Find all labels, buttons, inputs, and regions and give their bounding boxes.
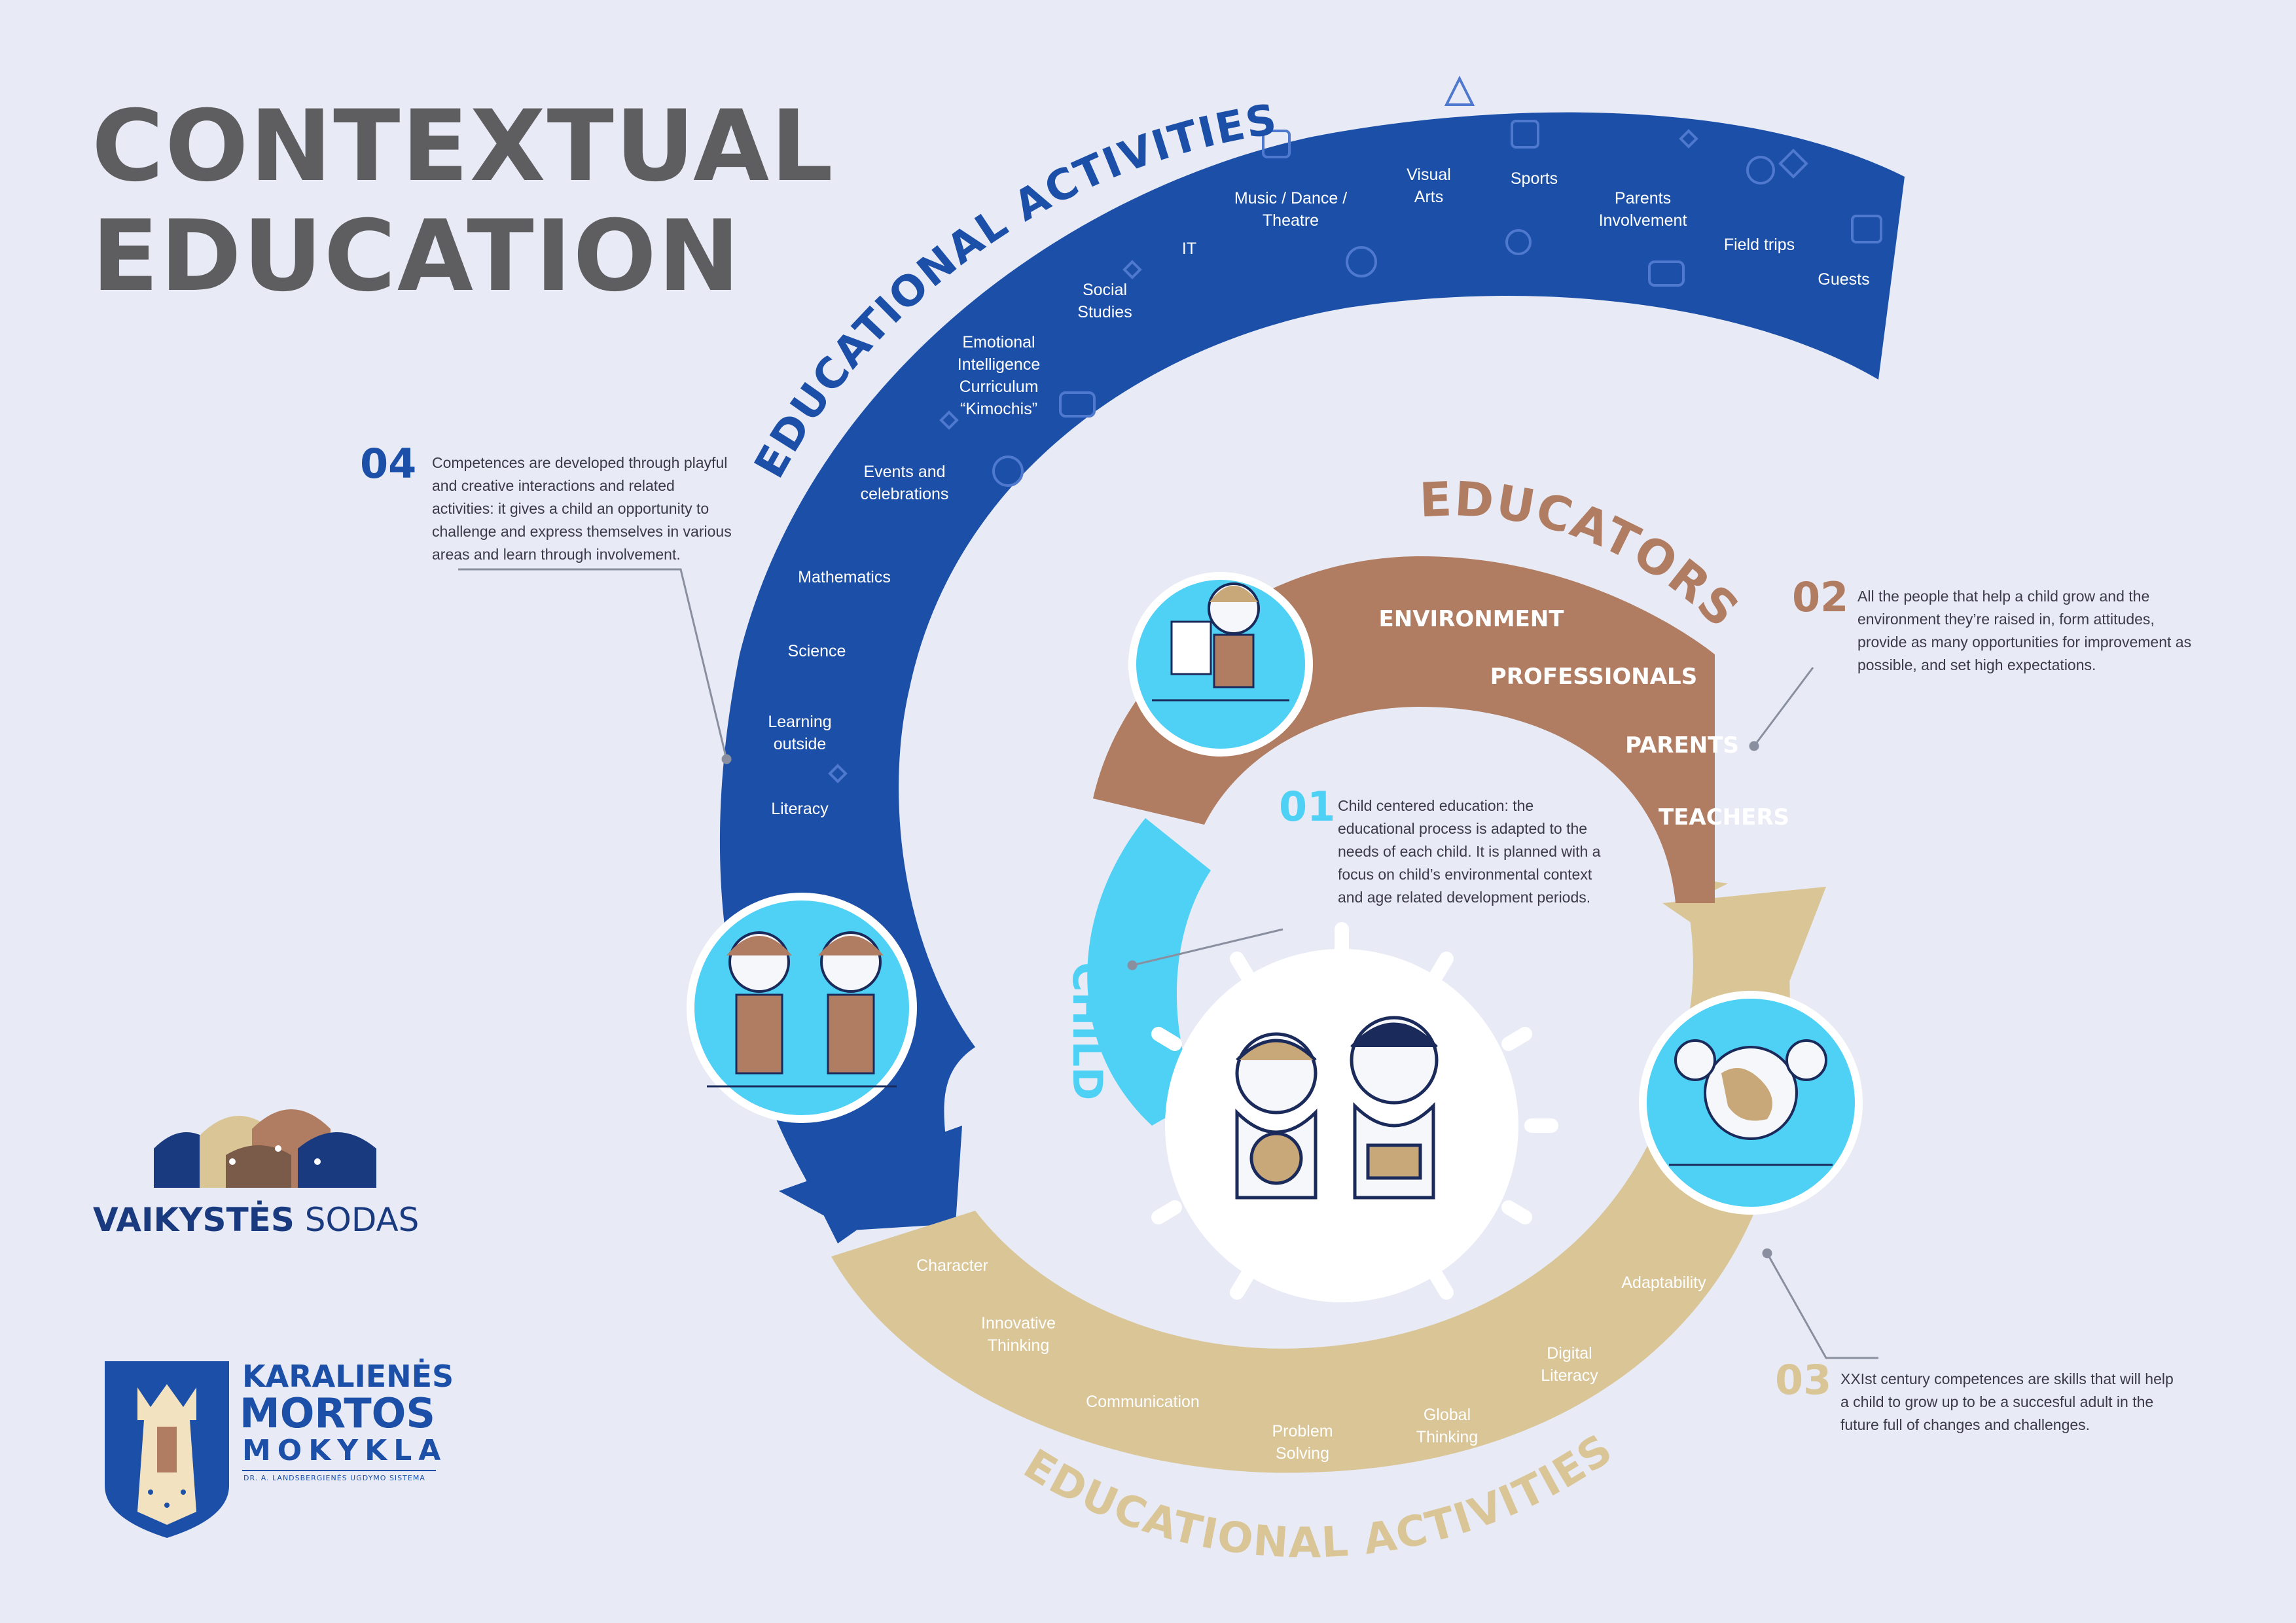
vaikystes-sodas-wordmark: VAIKYSTĖS SODAS — [93, 1201, 419, 1239]
page-title: CONTEXTUAL EDUCATION — [92, 92, 834, 312]
note-03-text: XXIst century competences are skills tha… — [1840, 1370, 2174, 1433]
vaikystes-light: SODAS — [304, 1201, 420, 1239]
tagline-divider — [242, 1470, 436, 1471]
activity-label: Mathematics — [798, 568, 891, 586]
note-04-text: Competences are developed through playfu… — [432, 454, 732, 563]
activity-label: Visual Arts — [1407, 166, 1451, 206]
activity-label: IT — [1181, 240, 1197, 258]
educator-parents: PARENTS — [1625, 732, 1739, 758]
chat-icon-2 — [1059, 391, 1096, 418]
competence-label: Adaptability — [1621, 1274, 1706, 1292]
star-icon-4 — [828, 764, 848, 783]
star-icon — [1122, 260, 1142, 279]
competence-label: Global Thinking — [1416, 1406, 1479, 1446]
note-02: 02 All the people that help a child grow… — [1792, 575, 2198, 677]
leader-line-01 — [1132, 928, 1283, 967]
ball-icon — [1778, 149, 1808, 179]
page-title-line1: CONTEXTUAL — [92, 90, 834, 204]
leader-lines — [458, 568, 1878, 1359]
note-01-number: 01 — [1279, 783, 1336, 830]
children-illustration-center — [1235, 1016, 1439, 1200]
activity-label: Learning outside — [768, 713, 832, 753]
sand-ring-shape — [831, 877, 1820, 1473]
vaikystes-bold: VAIKYSTĖS — [93, 1201, 295, 1239]
brown-ring-arrow — [1093, 766, 1217, 825]
blocks-icon — [1511, 120, 1539, 149]
educator-environment: ENVIRONMENT — [1378, 606, 1564, 632]
educator-professionals: PROFESSIONALS — [1490, 664, 1698, 690]
activity-label: Sports — [1510, 169, 1558, 188]
clock-icon — [1346, 246, 1377, 277]
calendar-icon-2 — [1851, 215, 1882, 243]
sand-ring-arrow — [1662, 887, 1826, 988]
blue-ring-arrow — [779, 1126, 962, 1230]
child-label: CHILD — [1064, 962, 1111, 1100]
educator-teachers: TEACHERS — [1658, 804, 1790, 830]
page-title-line2: EDUCATION — [92, 200, 742, 313]
competence-label: Digital Literacy — [1541, 1344, 1598, 1385]
globe-illustration — [1639, 991, 1863, 1215]
note-03: 03 XXIst century competences are skills … — [1775, 1357, 2181, 1436]
activity-label: Social Studies — [1077, 281, 1132, 321]
activity-label: Guests — [1818, 270, 1870, 289]
competence-label: Innovative Thinking — [981, 1314, 1056, 1355]
mortos-text: MORTOS — [240, 1389, 436, 1437]
activity-label: Music / Dance / Theatre — [1234, 189, 1348, 230]
leader-line-04 — [458, 568, 728, 760]
competence-label: Communication — [1086, 1393, 1200, 1411]
calendar-icon — [1262, 130, 1291, 158]
note-02-text: All the people that help a child grow an… — [1857, 588, 2192, 673]
tagline-text: DR. A. LANDSBERGIENĖS UGDYMO SISTEMA — [243, 1474, 425, 1482]
face-icon — [1505, 229, 1532, 255]
competence-label: Character — [916, 1257, 988, 1275]
leader-line-03 — [1766, 1253, 1878, 1359]
competence-label: Problem Solving — [1272, 1422, 1333, 1463]
chat-icon — [1648, 260, 1685, 287]
leader-line-02 — [1753, 667, 1814, 747]
sun-rays — [1151, 922, 1558, 1300]
activity-label: Parents Involvement — [1598, 189, 1687, 230]
activity-label: Events and celebrations — [860, 463, 949, 503]
note-04: 04 Competences are developed through pla… — [360, 441, 740, 566]
activity-label: Science — [787, 642, 846, 660]
mokykla-text: MOKYKLA — [242, 1434, 448, 1467]
trophy-icon — [1746, 156, 1775, 185]
center-sun — [1151, 922, 1558, 1302]
activity-label: Emotional Intelligence Curriculum “Kimoc… — [957, 333, 1041, 418]
note-01-text: Child centered education: the educationa… — [1338, 797, 1601, 906]
activity-label: Field trips — [1723, 236, 1795, 254]
center-circle — [1165, 949, 1518, 1302]
note-03-number: 03 — [1775, 1356, 1832, 1404]
karalienes-text: KARALIENĖS — [242, 1359, 454, 1394]
activity-label: Literacy — [771, 800, 829, 818]
star-icon-2 — [1679, 129, 1698, 149]
star-icon-3 — [939, 410, 959, 430]
vaikystes-sodas-logo-mark — [154, 1109, 376, 1188]
clock-icon-2 — [992, 455, 1024, 487]
letter-a-icon — [1444, 75, 1475, 106]
doodle-icons — [828, 75, 1882, 783]
educator-illustration — [1128, 572, 1313, 757]
note-02-number: 02 — [1792, 573, 1849, 621]
students-illustration — [687, 893, 917, 1123]
blue-ring-shape — [719, 112, 1905, 1243]
note-04-number: 04 — [360, 440, 417, 488]
karalienes-mortos-crest — [105, 1361, 229, 1538]
illustration-circles — [687, 572, 1863, 1215]
note-01: 01 Child centered education: the educati… — [1279, 784, 1613, 909]
